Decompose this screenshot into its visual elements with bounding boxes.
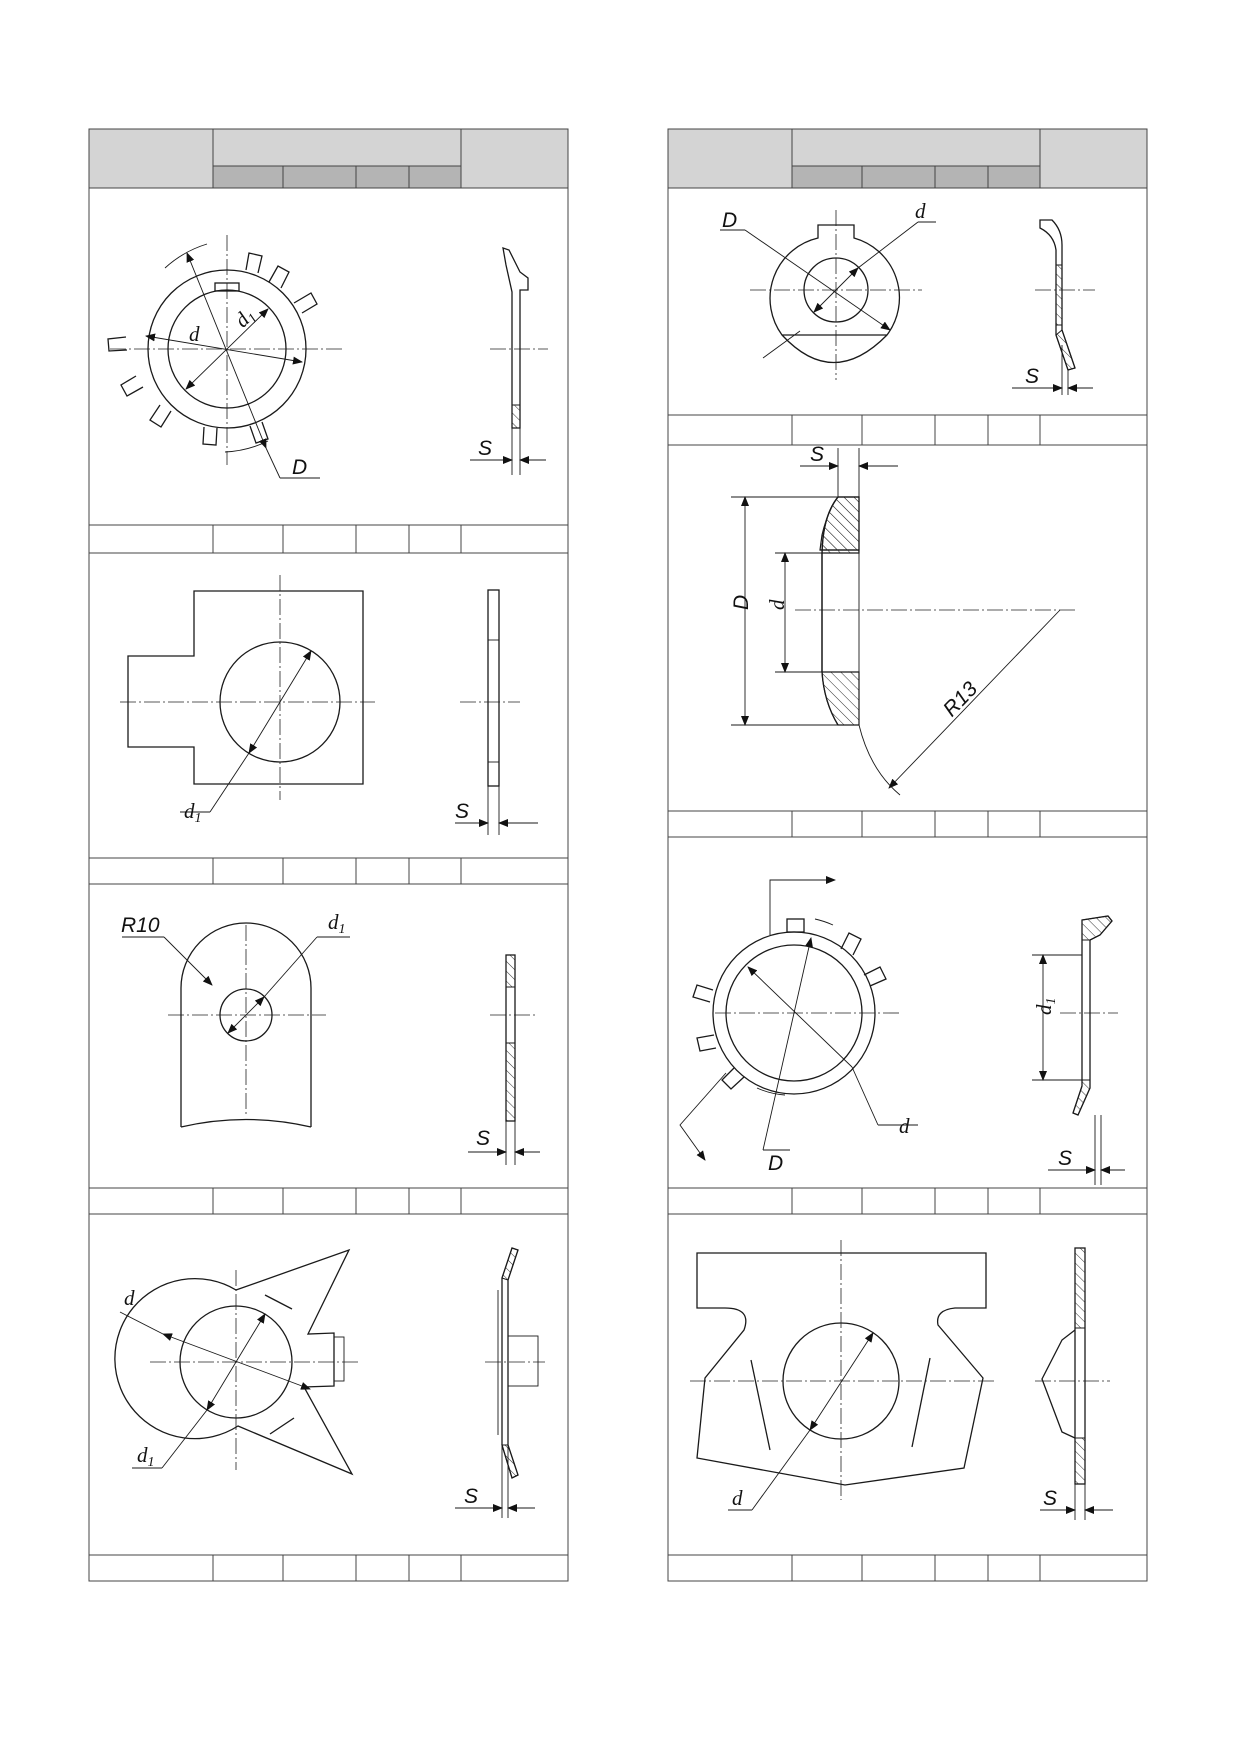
dim-label-S: S — [455, 800, 469, 823]
left-header-cell-4 — [461, 129, 568, 188]
washer-winged-tab: d d1 S — [114, 1247, 545, 1518]
right-row-1 — [668, 414, 1147, 446]
dim-label-D: D — [292, 456, 307, 479]
dim-label-d1: d1 — [184, 799, 202, 826]
right-header-cell-4 — [1040, 129, 1147, 188]
dim-label-D: D — [730, 595, 753, 610]
dim-label-d: d — [765, 599, 789, 610]
left-table — [88, 128, 569, 1582]
dim-label-D: D — [768, 1152, 783, 1175]
left-header-cell-3 — [213, 166, 461, 188]
dim-label-S: S — [1058, 1147, 1072, 1170]
dim-label-S: S — [810, 443, 824, 466]
right-row-3 — [668, 1187, 1147, 1215]
left-row-1 — [89, 524, 568, 554]
dim-label-d1: d1 — [230, 303, 261, 334]
left-row-2 — [89, 857, 568, 885]
dim-label-d1: d1 — [1032, 998, 1059, 1016]
washer-tab-rectangular: d1 S — [120, 575, 538, 835]
dim-label-d: d — [732, 1486, 743, 1510]
dim-label-S: S — [476, 1127, 490, 1150]
right-row-2 — [668, 810, 1147, 838]
left-header-cell-1 — [89, 129, 213, 188]
dim-label-S: S — [464, 1485, 478, 1508]
right-header-cell-3 — [792, 166, 1040, 188]
dim-label-S: S — [1043, 1487, 1057, 1510]
dim-label-D: D — [722, 209, 737, 232]
right-table — [667, 128, 1148, 1582]
washer-multi-tab: d S — [690, 1240, 1113, 1520]
dim-label-R10: R10 — [121, 914, 160, 937]
right-header-cell-2 — [792, 129, 1040, 166]
left-header-cell-2 — [213, 129, 461, 166]
washer-tab-R10: R10 d1 S — [121, 910, 540, 1165]
dim-label-R13: R13 — [939, 677, 983, 721]
washer-toothed-internal: d D d1 S — [679, 876, 1125, 1185]
dim-label-S: S — [1025, 365, 1039, 388]
dim-label-d: d — [899, 1114, 910, 1138]
dim-label-d: d — [189, 322, 200, 346]
right-header-cell-1 — [668, 129, 792, 188]
dim-label-d: d — [124, 1286, 135, 1310]
right-row-4 — [668, 1554, 1147, 1581]
dim-label-d1: d1 — [137, 1443, 155, 1470]
dim-label-d: d — [915, 199, 926, 223]
dim-label-S: S — [478, 437, 492, 460]
dim-label-d1: d1 — [328, 910, 346, 937]
washer-bent-tab: d D S — [720, 199, 1095, 395]
washer-toothed-external: d d1 D S — [107, 235, 548, 479]
left-row-4 — [89, 1554, 568, 1581]
washer-conical-section: S D d R13 — [730, 443, 1075, 796]
left-row-3 — [89, 1187, 568, 1215]
